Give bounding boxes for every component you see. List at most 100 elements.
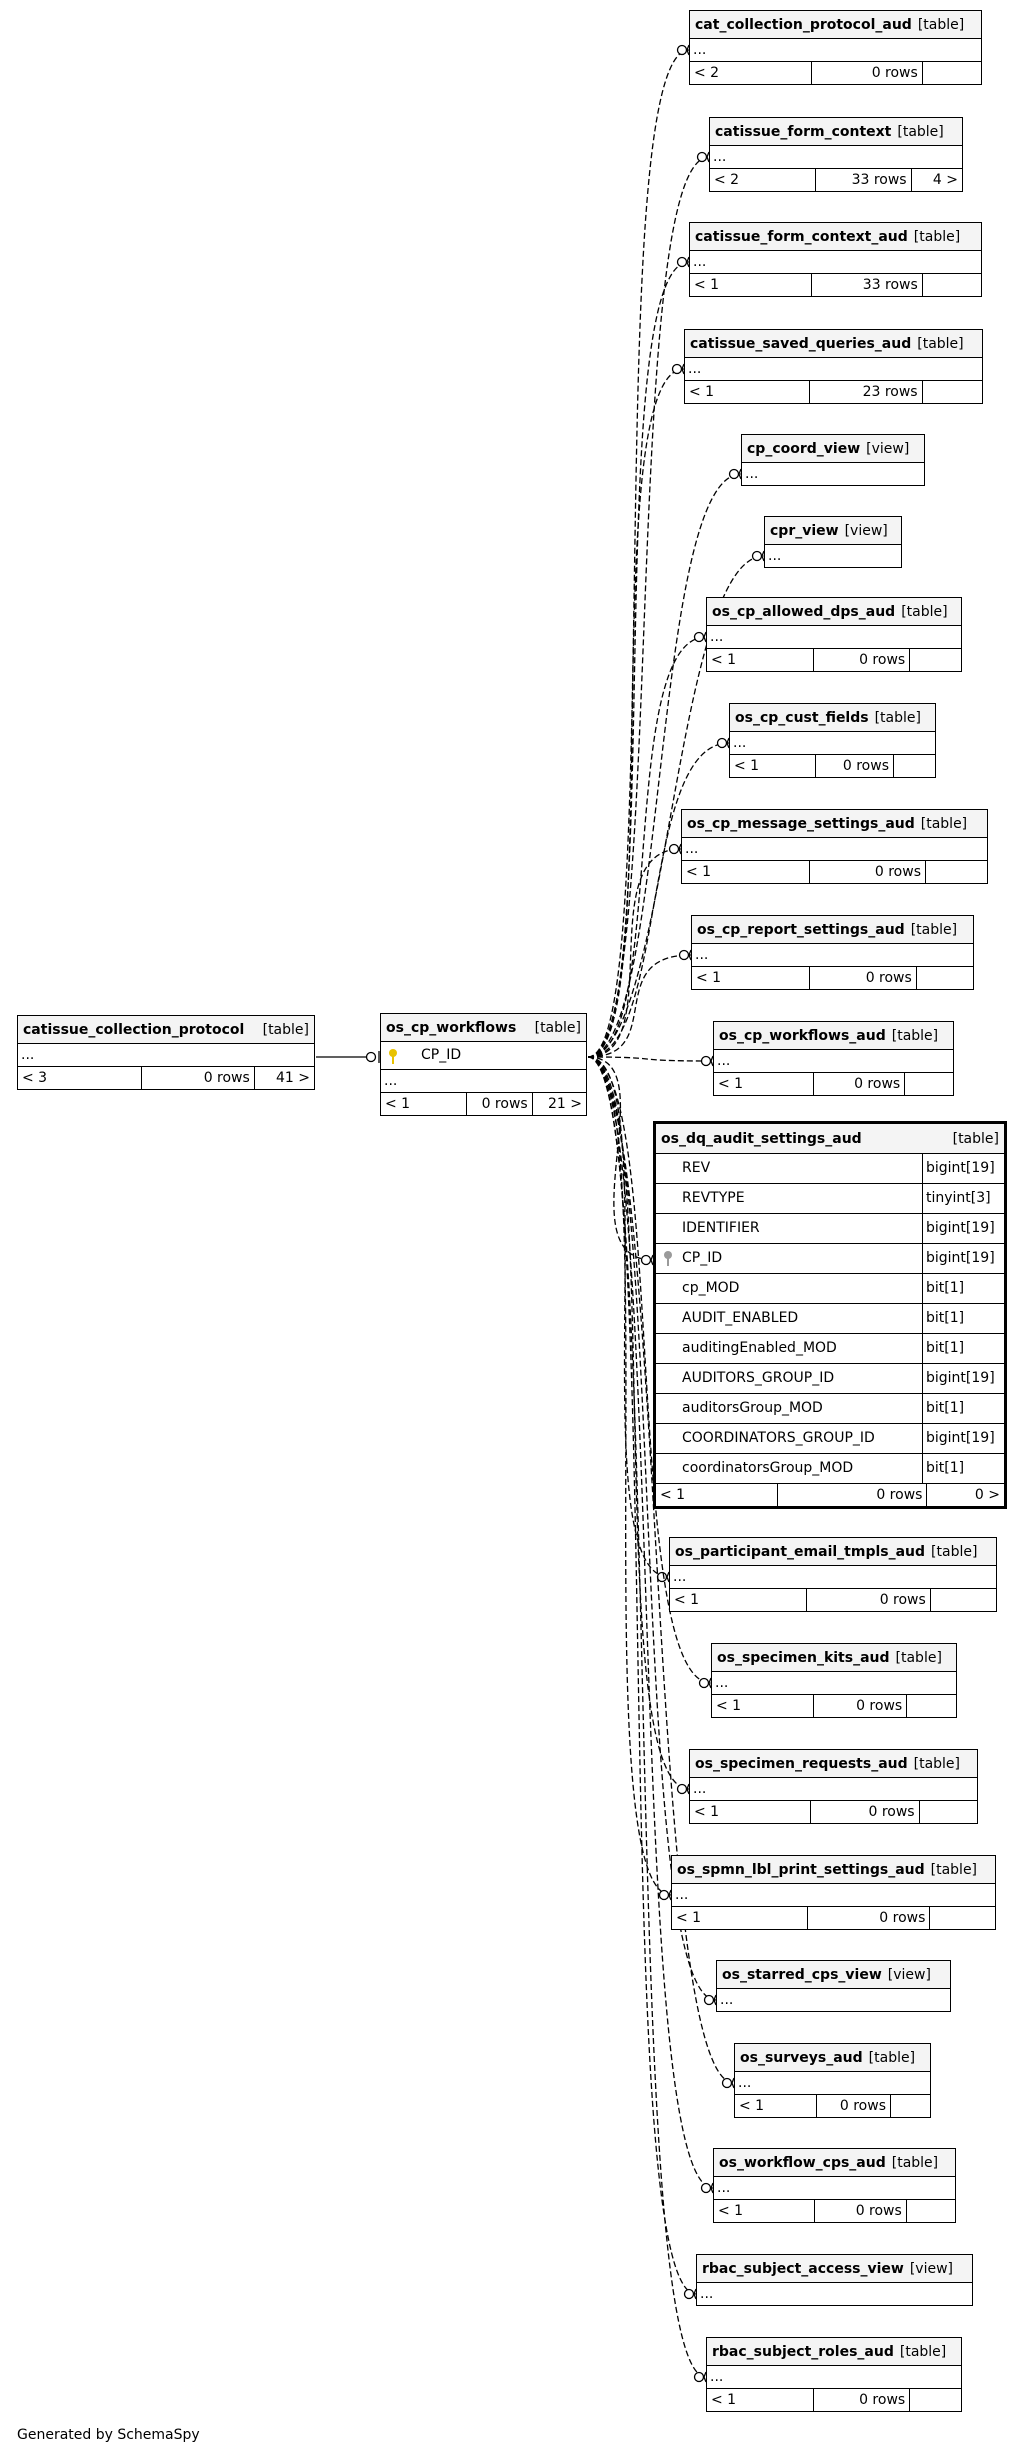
table-kind: [table] [917,335,964,352]
footer-rows: 0 rows [816,755,894,777]
table-header: cat_collection_protocol_aud[table] [690,11,981,39]
table-os-spmn-lbl-print-settings-aud[interactable]: os_spmn_lbl_print_settings_aud[table]...… [671,1855,996,1930]
zero-marker [668,843,680,855]
table-cpr-view[interactable]: cpr_view[view]... [764,516,902,568]
table-header: catissue_form_context[table] [710,118,962,146]
table-os-starred-cps-view[interactable]: os_starred_cps_view[view]... [716,1960,951,2012]
footer-parents: < 1 [690,274,813,296]
crowfoot-marker [693,2288,697,2300]
footer-children: 41 > [276,1070,310,1086]
zero-marker [693,631,705,643]
table-name: catissue_form_context_aud [695,228,908,245]
zero-marker [678,949,690,961]
table-catissue-collection-protocol[interactable]: catissue_collection_protocol [table] ...… [17,1015,315,1090]
footer-rows: 33 rows [812,274,923,296]
zero-marker [700,1055,712,1067]
footer-children [907,1695,956,1717]
relationship-line [587,1056,690,1790]
column-row: CP_ID [381,1042,586,1070]
table-kind: [table] [868,2049,916,2066]
table-kind: [table] [534,1019,581,1036]
column-type: bigint[19] [926,1370,995,1386]
footer-parents: < 2 [710,169,816,191]
relationship-line [587,1056,672,1896]
crowfoot-marker [688,949,692,961]
table-os-cp-workflows[interactable]: os_cp_workflows [table] CP_ID ... < 1 0 … [380,1013,587,1116]
footer-rows: 0 rows [807,1589,931,1611]
column-type: bit[1] [926,1460,965,1476]
table-kind: [view] [844,522,888,539]
footer-parents: < 2 [690,62,813,84]
columns-ellipsis: ... [707,2366,961,2389]
crowfoot-marker [686,44,690,56]
table-kind: [table] [897,123,944,140]
column-name: CP_ID [421,1047,462,1063]
table-kind: [table] [952,1130,999,1147]
column-type: bit[1] [926,1280,965,1296]
table-name: cat_collection_protocol_aud [695,16,912,33]
footer-children [923,274,981,296]
columns-ellipsis: ... [18,1044,314,1067]
crowfoot-marker [678,843,682,855]
column-name: COORDINATORS_GROUP_ID [682,1430,875,1446]
columns-ellipsis: ... [690,1778,977,1801]
table-footer: < 3 0 rows 41 > [18,1067,314,1089]
table-header: os_cp_message_settings_aud[table] [682,810,987,838]
footer-children: 0 > [974,1487,1000,1503]
table-os-participant-email-tmpls-aud[interactable]: os_participant_email_tmpls_aud[table]...… [669,1537,997,1612]
zero-marker [658,1889,670,1901]
crowfoot-marker [708,1677,712,1689]
relationship-line [587,636,707,1058]
footer-rows: 33 rows [816,169,912,191]
table-name: os_spmn_lbl_print_settings_aud [677,1861,925,1878]
footer-children [926,861,987,883]
column-name-cell: CP_ID [656,1244,923,1273]
column-name-cell: REVTYPE [656,1184,923,1213]
table-name: os_participant_email_tmpls_aud [675,1543,926,1560]
table-name: os_starred_cps_view [722,1966,882,1983]
footer-rows: 0 rows [814,1695,908,1717]
zero-marker [676,256,688,268]
columns-ellipsis: ... [712,1672,956,1695]
zero-marker [671,363,683,375]
column-name-cell: AUDITORS_GROUP_ID [656,1364,923,1393]
table-header: cp_coord_view[view] [742,435,924,463]
footer-parents: < 1 [735,2095,817,2117]
footer-parents: < 3 [18,1067,143,1089]
table-cp-coord-view[interactable]: cp_coord_view[view]... [741,434,925,486]
footer-children [907,2200,955,2222]
column-name-cell: CP_ID [381,1042,586,1069]
table-name: os_cp_message_settings_aud [687,815,915,832]
zero-marker [676,1783,688,1795]
footer-rows: 0 rows [778,1484,928,1506]
table-header: rbac_subject_roles_aud[table] [707,2338,961,2366]
relationship-line [587,555,765,1058]
crowfoot-marker [713,1994,717,2006]
table-name: os_cp_workflows [386,1019,517,1036]
table-header: os_cp_workflows [table] [381,1014,586,1042]
table-name: os_cp_workflows_aud [719,1027,886,1044]
table-rbac-subject-access-view[interactable]: rbac_subject_access_view[view]... [696,2254,973,2306]
table-cat-collection-protocol-aud[interactable]: cat_collection_protocol_aud[table]...< 2… [689,10,982,85]
footer-parents: < 1 [670,1589,807,1611]
